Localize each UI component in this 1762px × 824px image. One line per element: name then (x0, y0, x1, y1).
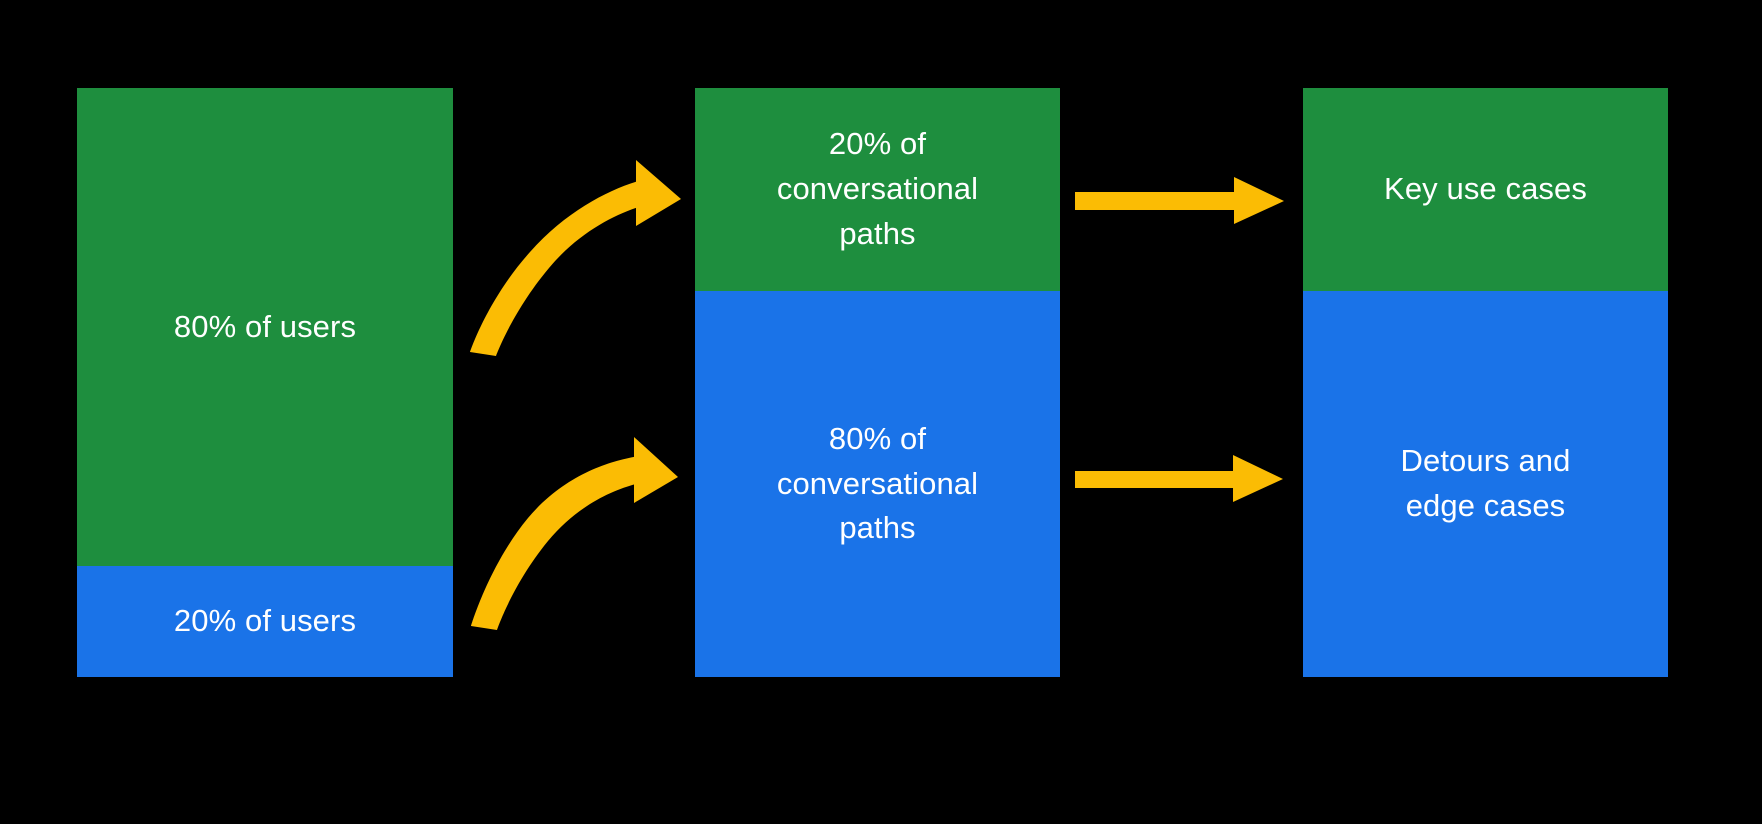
segment-paths-minority: 20% of conversational paths (695, 88, 1060, 291)
segment-key-use-cases: Key use cases (1303, 88, 1668, 291)
segment-label: Detours and edge cases (1400, 443, 1571, 523)
use-cases-column: Key use cases Detours and edge cases (1303, 88, 1668, 677)
segment-label: 20% of users (173, 603, 357, 639)
segment-label: 80% of conversational paths (776, 420, 979, 546)
curved-arrow-icon (471, 437, 678, 630)
segment-users-minority: 20% of users (77, 566, 453, 677)
right-arrow-icon (1075, 455, 1283, 502)
segment-label: 20% of conversational paths (776, 126, 979, 251)
conversational-paths-column: 20% of conversational paths 80% of conve… (695, 88, 1060, 677)
curved-arrow-icon (470, 160, 681, 356)
right-arrow-icon (1075, 177, 1284, 224)
segment-paths-majority: 80% of conversational paths (695, 291, 1060, 677)
segment-detours-edge-cases: Detours and edge cases (1303, 291, 1668, 677)
segment-label: 80% of users (173, 308, 357, 344)
segment-users-majority: 80% of users (77, 88, 453, 566)
users-column: 80% of users 20% of users (77, 88, 453, 677)
segment-label: Key use cases (1384, 171, 1587, 207)
